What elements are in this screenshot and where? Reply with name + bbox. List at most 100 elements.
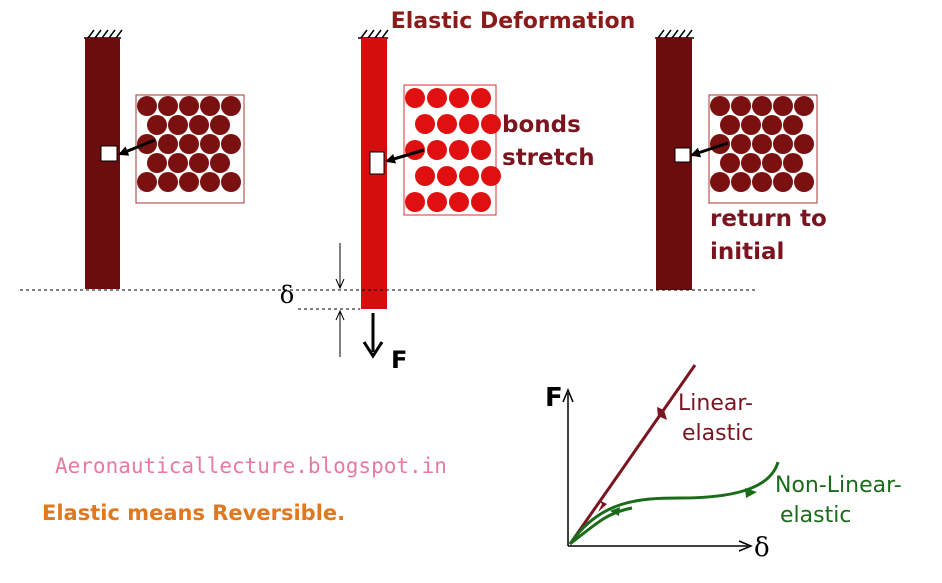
atom <box>471 140 491 160</box>
atom-lattice-initial <box>137 96 241 192</box>
atom <box>720 153 740 173</box>
atom <box>741 153 761 173</box>
support-hatch-right <box>655 29 694 39</box>
atom <box>471 88 491 108</box>
delta-dimension <box>335 243 345 357</box>
element-marker-right <box>674 147 691 163</box>
label-delta: δ <box>280 281 294 309</box>
atom <box>449 192 469 212</box>
atom <box>459 166 479 186</box>
atom <box>210 153 230 173</box>
atom <box>471 192 491 212</box>
bar-initial <box>85 38 120 289</box>
nonlinear-arrow-back <box>610 507 620 516</box>
atom <box>794 172 814 192</box>
pointer-arrow-right <box>690 141 729 158</box>
graph-y-axis-label: F <box>545 383 563 413</box>
linear-elastic-curve <box>568 364 697 545</box>
atom <box>200 134 220 154</box>
atom <box>179 134 199 154</box>
atom <box>720 115 740 135</box>
atom <box>221 172 241 192</box>
atom <box>168 115 188 135</box>
atom <box>189 153 209 173</box>
atom <box>752 134 772 154</box>
atom <box>147 153 167 173</box>
atom <box>158 96 178 116</box>
atom <box>794 134 814 154</box>
label-stretch: stretch <box>502 145 595 171</box>
atom <box>158 134 178 154</box>
linear-arrow-down <box>598 500 607 512</box>
graph-x-axis-label: δ <box>754 533 770 563</box>
atom <box>741 115 761 135</box>
support-hatch-middle <box>358 29 389 39</box>
graph-axes <box>562 388 753 552</box>
support-hatch-left <box>84 29 123 39</box>
label-nonlinear-line1: Non-Linear- <box>775 473 902 498</box>
atom <box>710 96 730 116</box>
atom <box>179 172 199 192</box>
atom <box>731 134 751 154</box>
atom <box>773 172 793 192</box>
atom <box>427 192 447 212</box>
atom <box>200 172 220 192</box>
atom <box>449 140 469 160</box>
atom <box>437 114 457 134</box>
atom <box>449 88 469 108</box>
atom <box>710 172 730 192</box>
atom <box>773 134 793 154</box>
nonlinear-arrow-out <box>745 488 757 498</box>
label-force: F <box>391 346 407 374</box>
atom <box>427 88 447 108</box>
atom <box>783 153 803 173</box>
atom <box>221 134 241 154</box>
website-text: Aeronauticallecture.blogspot.in <box>55 454 447 478</box>
atom <box>731 96 751 116</box>
atom <box>762 153 782 173</box>
pointer-arrow-left <box>118 138 156 156</box>
atom <box>189 115 209 135</box>
atom <box>710 134 730 154</box>
atom <box>731 172 751 192</box>
force-arrow-head <box>362 341 384 359</box>
nonlinear-return-path <box>569 506 633 546</box>
reversible-note: Elastic means Reversible. <box>42 501 345 525</box>
atom <box>221 96 241 116</box>
atom <box>762 115 782 135</box>
label-linear-line2: elastic <box>682 421 753 446</box>
linear-arrow-up <box>657 407 667 420</box>
atom <box>481 166 501 186</box>
diagram-title: Elastic Deformation <box>391 9 636 34</box>
element-marker-left <box>100 145 118 162</box>
atom <box>168 153 188 173</box>
atom <box>459 114 479 134</box>
nonlinear-elastic-curve <box>568 461 780 545</box>
atom <box>200 96 220 116</box>
label-return-to: return to <box>710 206 827 232</box>
label-nonlinear-line2: elastic <box>780 503 851 528</box>
atom <box>158 172 178 192</box>
atom-lattice-stretched <box>405 88 501 212</box>
element-marker-middle <box>369 151 385 175</box>
pointer-arrow-middle <box>385 148 425 164</box>
label-initial: initial <box>710 239 784 265</box>
atom <box>773 96 793 116</box>
atom <box>147 115 167 135</box>
atom <box>415 114 435 134</box>
atom <box>427 140 447 160</box>
atom-box-stretched <box>403 84 497 216</box>
atom <box>437 166 457 186</box>
atom <box>137 96 157 116</box>
atom <box>210 115 230 135</box>
atom <box>783 115 803 135</box>
label-linear-line1: Linear- <box>678 391 753 416</box>
atom-lattice-returned <box>710 96 814 192</box>
atom <box>405 88 425 108</box>
atom <box>481 114 501 134</box>
label-bonds: bonds <box>502 112 581 138</box>
atom <box>415 166 435 186</box>
atom <box>752 172 772 192</box>
atom <box>752 96 772 116</box>
